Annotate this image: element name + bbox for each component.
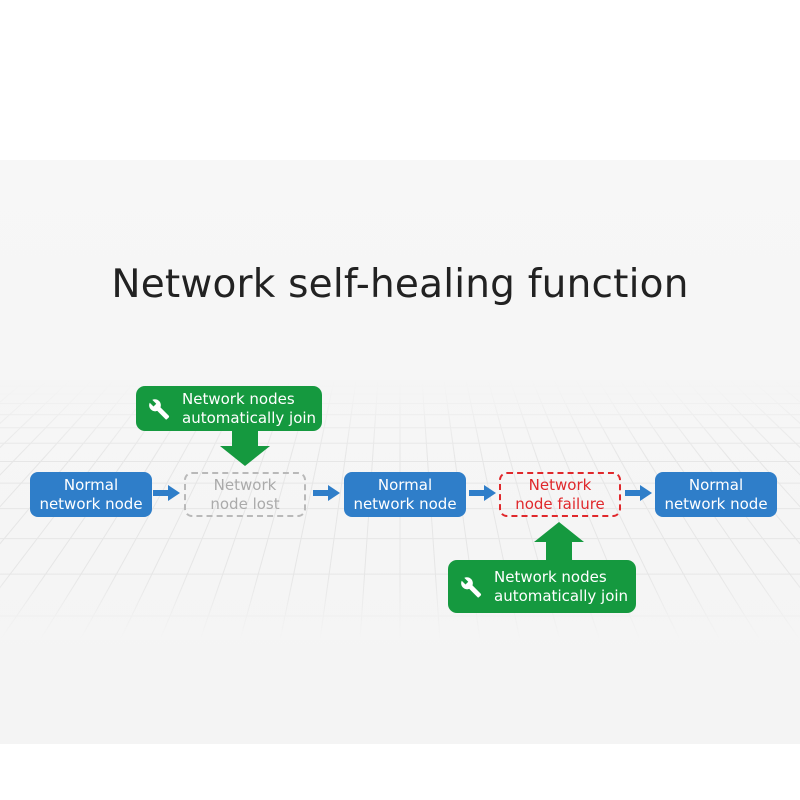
- wrench-icon: [461, 576, 482, 598]
- node-normal-3-line2: network node: [664, 494, 768, 513]
- callout-top-line2: automatically join: [182, 408, 317, 427]
- node-failure: Network node failure: [499, 472, 621, 517]
- node-normal-1-line1: Normal: [63, 475, 119, 494]
- node-failure-line2: node failure: [515, 494, 605, 513]
- node-normal-3: Normal network node: [655, 472, 777, 517]
- node-normal-1-line2: network node: [39, 494, 143, 513]
- node-normal-3-line1: Normal: [688, 475, 744, 494]
- callout-bottom-line1: Network nodes: [494, 567, 607, 586]
- callout-top: Network nodes automatically join: [136, 386, 322, 431]
- callout-bottom: Network nodes automatically join: [448, 560, 636, 613]
- node-normal-2-line2: network node: [353, 494, 457, 513]
- page-title: Network self-healing function: [111, 262, 689, 307]
- node-normal-2-line1: Normal: [377, 475, 433, 494]
- node-normal-1: Normal network node: [30, 472, 152, 517]
- callout-top-line1: Network nodes: [182, 389, 295, 408]
- node-normal-2: Normal network node: [344, 472, 466, 517]
- wrench-icon: [149, 398, 170, 420]
- node-lost: Network node lost: [184, 472, 306, 517]
- flow-arrows: [153, 485, 652, 501]
- callout-bottom-line2: automatically join: [494, 586, 629, 605]
- node-failure-line1: Network: [528, 475, 592, 494]
- node-lost-line1: Network: [213, 475, 277, 494]
- node-lost-line2: node lost: [210, 494, 280, 513]
